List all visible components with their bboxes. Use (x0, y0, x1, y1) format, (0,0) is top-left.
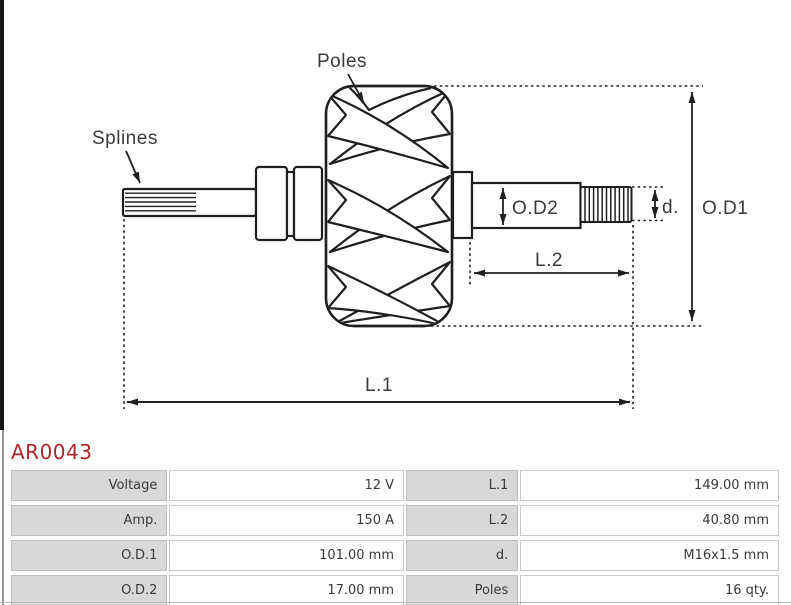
spec-value-cell: 12 V (169, 470, 405, 501)
od1-label: O.D1 (702, 198, 748, 219)
poles-label: Poles (317, 51, 367, 72)
spec-value-cell: 40.80 mm (520, 505, 779, 536)
bottom-divider (0, 602, 791, 603)
spec-label-cell: O.D.2 (11, 575, 168, 605)
collar-ring-1 (254, 165, 289, 242)
rotor-body (324, 84, 454, 328)
left-black-border (0, 0, 4, 430)
claw-poles (327, 87, 451, 325)
l1-label: L.1 (365, 375, 393, 396)
dimension-od1: O.D1 (408, 85, 748, 327)
table-row: O.D.2 17.00 mm Poles 16 qty. (11, 575, 779, 605)
dimension-od2: O.D2 (499, 188, 558, 225)
shaft-collars (254, 165, 324, 242)
shaft-od2-section (470, 181, 582, 230)
spec-label-cell: L.2 (406, 505, 519, 536)
collar-ring-2 (292, 165, 324, 242)
spec-label-cell: Amp. (11, 505, 168, 536)
spec-value-cell: 101.00 mm (169, 540, 405, 571)
poles-arrow-icon (347, 73, 365, 104)
l2-label: L.2 (535, 250, 563, 271)
threaded-end (579, 186, 633, 223)
spec-value-cell: 149.00 mm (520, 470, 779, 501)
spec-label-cell: O.D.1 (11, 540, 168, 571)
output-shaft (451, 170, 633, 240)
spec-label-cell: Voltage (11, 470, 168, 501)
part-number-title: AR0043 (11, 440, 93, 464)
dimension-l1: L.1 (123, 219, 630, 409)
spec-value-cell: 17.00 mm (169, 575, 405, 605)
left-gray-border (2, 430, 4, 605)
callout-splines: Splines (92, 128, 158, 184)
shaft-flange (451, 170, 474, 240)
d-label: d. (662, 197, 679, 218)
spec-value-cell: 150 A (169, 505, 405, 536)
scan-edge-border (0, 0, 4, 605)
spec-value-cell: 16 qty. (520, 575, 779, 605)
spec-table: Voltage 12 V L.1 149.00 mm Amp. 150 A L.… (9, 466, 781, 605)
table-row: Voltage 12 V L.1 149.00 mm (11, 470, 779, 501)
splines-label: Splines (92, 128, 158, 149)
spec-label-cell: d. (406, 540, 519, 571)
callout-poles: Poles (317, 51, 367, 104)
spec-label-cell: Poles (406, 575, 519, 605)
spline-grooves (125, 192, 196, 212)
splines-arrow-icon (125, 150, 141, 184)
od2-label: O.D2 (512, 198, 558, 219)
splined-shaft (121, 187, 258, 218)
dimension-d: d. (632, 186, 679, 222)
table-row: O.D.1 101.00 mm d. M16x1.5 mm (11, 540, 779, 571)
spec-label-cell: L.1 (406, 470, 519, 501)
table-row: Amp. 150 A L.2 40.80 mm (11, 505, 779, 536)
spec-value-cell: M16x1.5 mm (520, 540, 779, 571)
dimension-l2: L.2 (469, 225, 634, 409)
